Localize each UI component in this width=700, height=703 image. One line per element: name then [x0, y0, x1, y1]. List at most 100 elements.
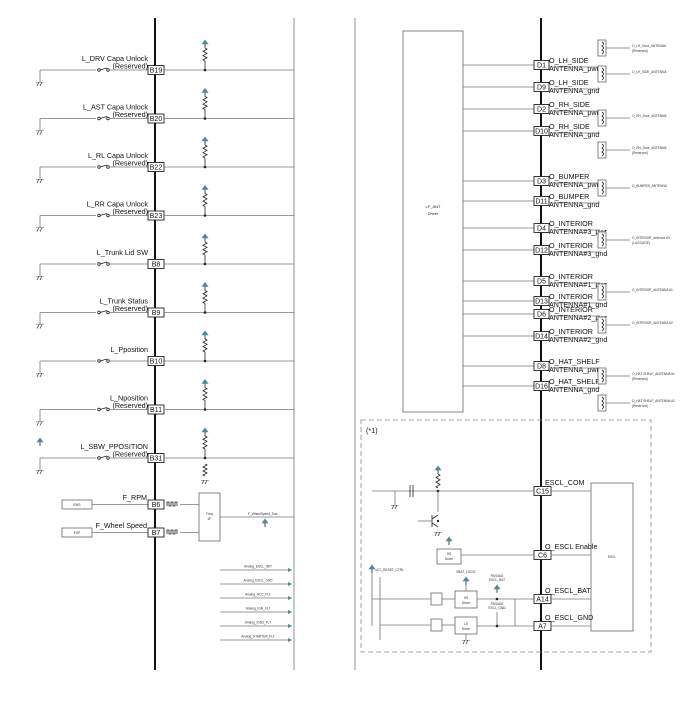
junction-dot — [203, 214, 207, 217]
part-line1: O_RH_Door_ANTENNA — [632, 114, 667, 118]
resistor-symbol — [202, 463, 208, 477]
input-reserved-note: (Reserved) — [112, 304, 148, 313]
analog-label: Analog_ESCL_INIT — [244, 565, 272, 569]
vcc-arrow-icon — [201, 185, 209, 190]
part-line2: (LUGGAGE) — [632, 241, 650, 245]
pin-d1-box — [533, 60, 550, 70]
analog-label: Analog_IGN2_FLT — [245, 621, 271, 625]
vcc-arrow-icon — [493, 584, 501, 590]
pin-d2-label: D2 — [537, 107, 546, 114]
switch-contact — [97, 407, 101, 412]
part-line2: (Reserved) — [632, 404, 648, 408]
switch-contact — [106, 310, 110, 315]
wheel-speed-sub-label: F_WheelSpeed_Sub — [248, 512, 278, 516]
junction-dot — [495, 597, 499, 601]
part-line1: O_LH_Door_ANTENNA — [632, 44, 667, 48]
left-input-b31: L_SBW_PPOSITION(Reserved)B31 — [36, 427, 294, 475]
pin-d8-label: D8 — [537, 364, 546, 371]
switch-contact — [106, 165, 110, 169]
pin-d5-label: D5 — [537, 279, 546, 286]
ls-driver-line1: LS — [464, 622, 468, 626]
pin-d1-label: D1 — [537, 63, 546, 70]
switch-lever — [99, 116, 108, 119]
enable-driver-line1: HS — [447, 552, 451, 556]
resistor-symbol — [202, 96, 208, 110]
vbat-label: VBAT_LOGIC — [456, 570, 476, 574]
hs-driver-line1: HS — [464, 596, 468, 600]
pin-b23-label: B23 — [150, 213, 163, 220]
resistor-symbol — [202, 47, 208, 62]
pin-d13-box — [533, 296, 550, 306]
pin-d12-label: D12 — [535, 248, 548, 255]
switch-lever — [99, 407, 108, 410]
vcc-arrow-icon — [201, 282, 209, 287]
input-reserved-note: (Reserved) — [112, 401, 148, 410]
part-line1: O_HAT SHELF_ANTENNA #2 — [632, 399, 675, 403]
fb-bat-line2: ESCL_BAT — [489, 578, 505, 582]
pin-b10-label: B10 — [150, 359, 163, 366]
junction-dot — [203, 456, 207, 460]
coil-icon — [601, 67, 604, 81]
switch-contact — [97, 116, 101, 121]
resistor-symbol — [202, 241, 208, 256]
ground-symbol — [462, 640, 470, 645]
vcc-arrow-icon — [201, 427, 209, 433]
coil-icon — [601, 369, 604, 383]
pulse-icon — [166, 501, 178, 507]
ground-symbol — [36, 130, 44, 135]
vcc-arrow-icon — [368, 564, 376, 570]
pin-b11-label: B11 — [150, 407, 162, 414]
coil-icon — [601, 285, 604, 299]
antenna-line1: O_LH_SIDE — [549, 56, 589, 65]
pin-d14-label: D14 — [535, 334, 548, 341]
coil-icon — [601, 41, 604, 55]
antenna-line2: ANTENNA#3_gnd — [549, 249, 607, 258]
left-input-b19: L_DRV Capa Unlock(Reserved)B19 — [36, 39, 294, 87]
left-input-b22: L_RL Capa Unlock(Reserved)B22 — [36, 136, 294, 184]
resistor-symbol — [202, 387, 208, 401]
input-name: L_RL Capa Unlock — [88, 151, 148, 160]
vcc-arrow-icon — [434, 465, 442, 471]
fb-gnd-line2: ESCL_GND — [488, 606, 506, 610]
junction-dot — [495, 624, 499, 628]
vcc-arrow-icon — [261, 518, 269, 524]
antenna-part: O_BUMPER_ANTENNA — [597, 179, 668, 197]
vcc-arrow-icon — [201, 136, 209, 142]
switch-lever — [99, 358, 108, 362]
escl-pin-c6: C6O_ESCL Enable — [533, 542, 597, 560]
antenna-line2: ANTENNA#2_gnd — [549, 335, 607, 344]
junction-dot — [203, 262, 207, 266]
pin-d8-box — [533, 361, 550, 371]
antenna-line2: ANTENNA_pwr — [549, 180, 600, 189]
switch-contact — [97, 262, 101, 266]
pin-d11-label: D11 — [535, 199, 547, 206]
antenna-line1: O_INTERIOR — [549, 305, 593, 314]
switch-lever — [99, 213, 108, 216]
switch-contact — [106, 116, 110, 121]
antenna-part: O_LH_Door_ANTENNA(Reserved) — [597, 39, 667, 57]
analog-signal: Analog_STARTER_FLT — [220, 635, 292, 642]
arrow-icon — [288, 596, 292, 600]
antenna-line2: ANTENNA_pwr — [549, 108, 600, 117]
analog-signal: Analog_ESCL_INIT — [220, 565, 292, 572]
pin-c6-label: C6 — [538, 553, 547, 560]
antenna-line2: ANTENNA_gnd — [549, 385, 599, 394]
analog-label: Analog_ACC_FLT — [245, 593, 271, 597]
pin-d16-label: D16 — [535, 384, 548, 391]
arrow-icon — [288, 582, 292, 586]
